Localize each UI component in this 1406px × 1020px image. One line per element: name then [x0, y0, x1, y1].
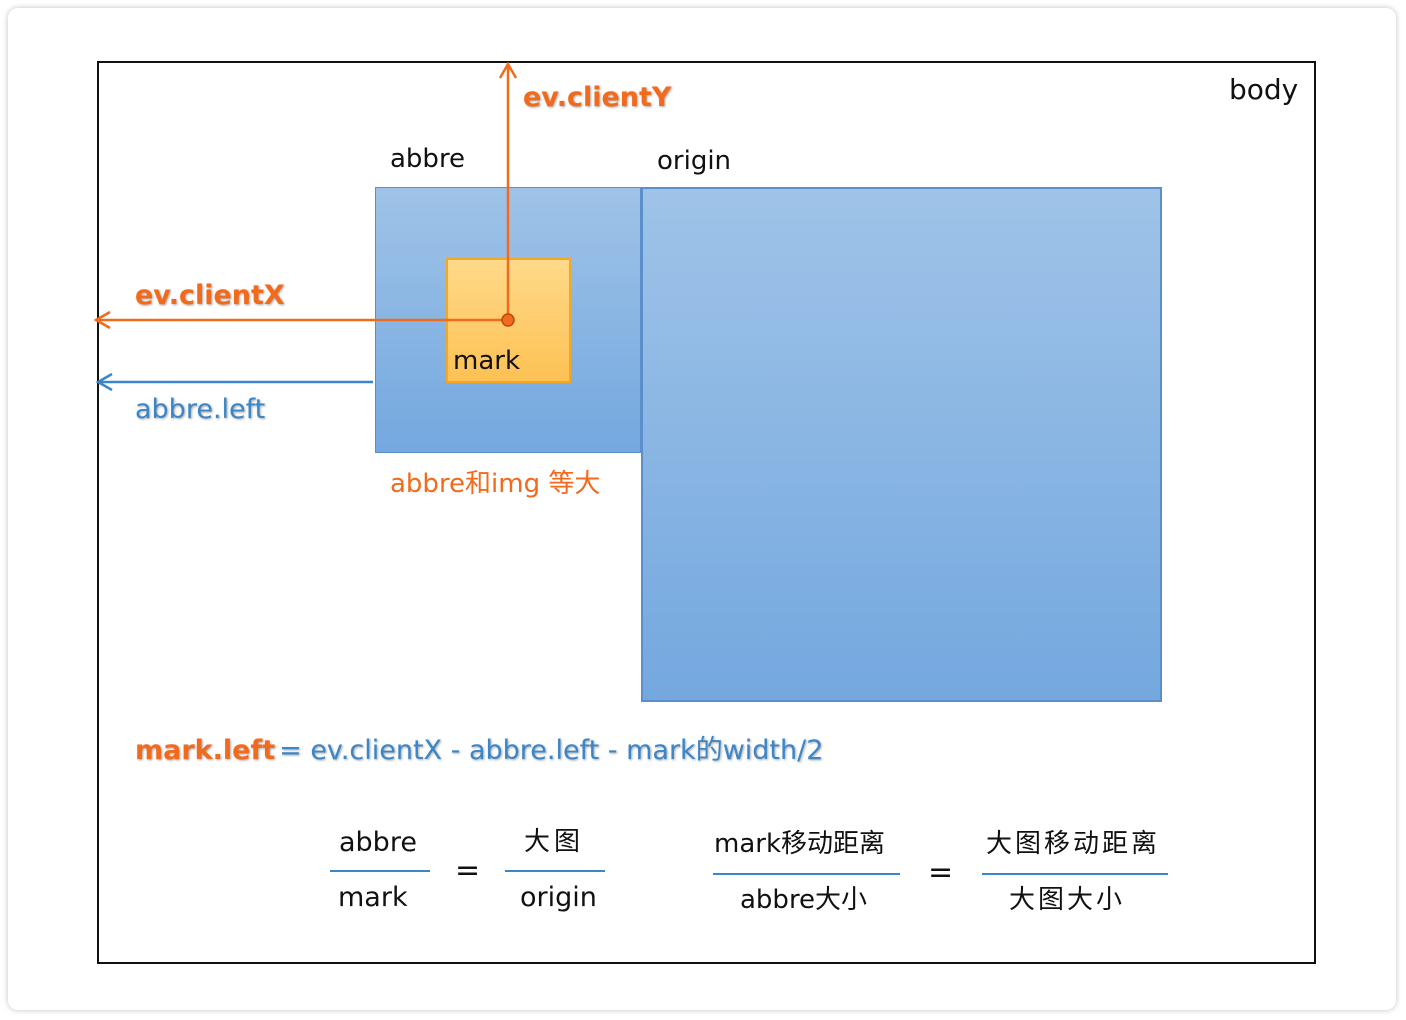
ratio2-numerator-right: 大图移动距离: [986, 829, 1161, 859]
ratio1-equals: =: [455, 853, 481, 888]
ratio1-denominator-right: origin: [520, 882, 597, 913]
abbre-label: abbre: [390, 144, 466, 174]
clientX-label: ev.clientX: [135, 280, 285, 311]
formula: mark.left= ev.clientX - abbre.left - mar…: [135, 737, 823, 764]
ratio2-right-fraction-line: [982, 873, 1168, 875]
ratio2-equals: =: [928, 855, 954, 890]
origin-box: [641, 187, 1162, 702]
formula-lhs: mark.left: [135, 735, 276, 766]
ratio2-denominator-right: 大图大小: [1009, 885, 1126, 915]
mark-label: mark: [453, 346, 521, 376]
ratio1-denominator-left: mark: [338, 882, 408, 913]
ratio2-left-fraction-line: [713, 873, 900, 875]
ratio1-left-fraction-line: [330, 870, 430, 872]
origin-label: origin: [657, 146, 732, 176]
ratio1-numerator-right: 大图: [524, 827, 585, 857]
body-label: body: [1229, 73, 1299, 106]
abbre-left-label: abbre.left: [135, 394, 266, 425]
ratio1-numerator-left: abbre: [339, 827, 417, 858]
ratio1-right-fraction-line: [505, 870, 605, 872]
clientY-label: ev.clientY: [523, 82, 672, 113]
ratio2-denominator-left: abbre大小: [740, 885, 868, 915]
abbre-same-size-label: abbre和img 等大: [390, 469, 601, 499]
formula-rhs: = ev.clientX - abbre.left - mark的width/2: [279, 735, 824, 766]
ratio2-numerator-left: mark移动距离: [714, 829, 886, 859]
